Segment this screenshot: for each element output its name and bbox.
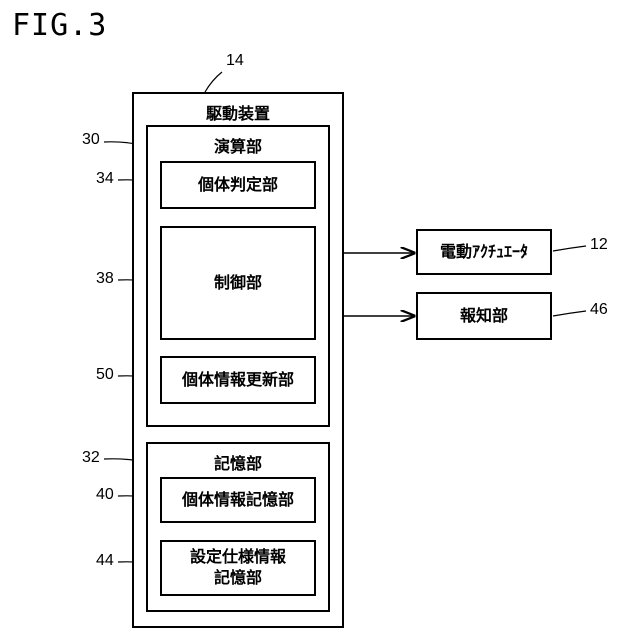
leader-14	[205, 72, 222, 92]
ref-30: 30	[82, 131, 100, 149]
ref-44: 44	[96, 552, 114, 570]
leader-12	[553, 246, 586, 251]
individual-judgment-label: 個体判定部	[198, 175, 278, 196]
compute-unit-title: 演算部	[148, 133, 328, 157]
actuator-box: 電動ｱｸﾁｭｴｰﾀ	[416, 229, 552, 275]
ref-40: 40	[96, 486, 114, 504]
info-storage-label: 個体情報記憶部	[182, 490, 294, 511]
spec-storage-box: 設定仕様情報 記憶部	[160, 540, 316, 596]
control-unit-label: 制御部	[214, 273, 262, 294]
info-update-label: 個体情報更新部	[182, 370, 294, 391]
ref-14: 14	[226, 52, 244, 70]
actuator-label: 電動ｱｸﾁｭｴｰﾀ	[440, 242, 528, 263]
drive-device-title: 駆動装置	[134, 100, 342, 124]
notify-label: 報知部	[460, 306, 508, 327]
ref-38: 38	[96, 270, 114, 288]
ref-50: 50	[96, 366, 114, 384]
control-unit-box: 制御部	[160, 226, 316, 340]
leader-46	[553, 311, 586, 316]
notify-box: 報知部	[416, 292, 552, 340]
ref-34: 34	[96, 170, 114, 188]
spec-storage-label-line2: 記憶部	[214, 568, 262, 589]
storage-unit-title: 記憶部	[148, 450, 328, 474]
ref-46: 46	[590, 301, 608, 319]
info-storage-box: 個体情報記憶部	[160, 477, 316, 523]
ref-12: 12	[590, 236, 608, 254]
info-update-box: 個体情報更新部	[160, 356, 316, 404]
ref-32: 32	[82, 449, 100, 467]
spec-storage-label-line1: 設定仕様情報	[190, 547, 286, 568]
individual-judgment-box: 個体判定部	[160, 161, 316, 209]
